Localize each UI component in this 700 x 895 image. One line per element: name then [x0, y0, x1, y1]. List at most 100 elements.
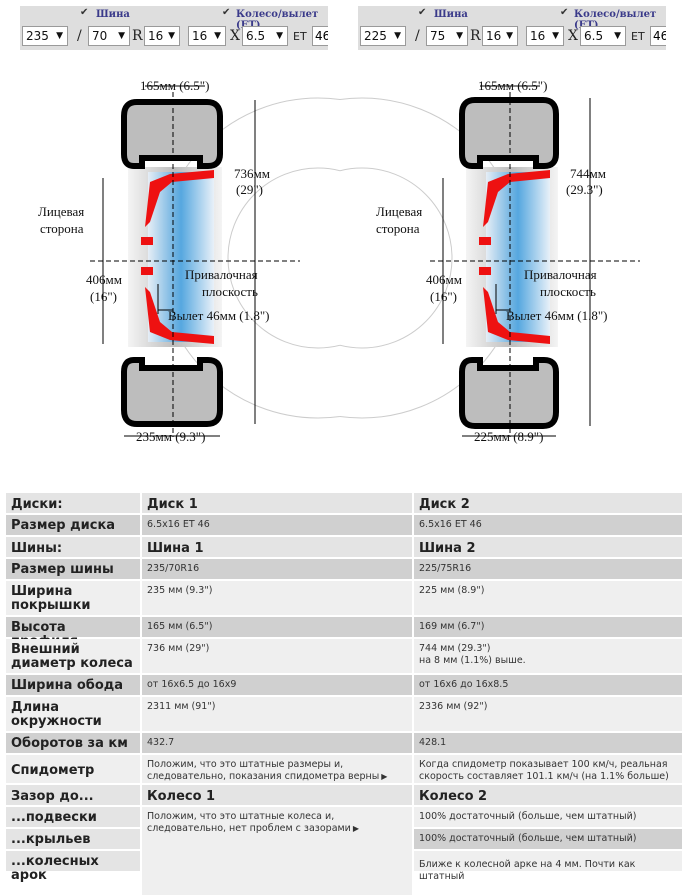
- chevron-down-icon: ▼: [614, 31, 621, 41]
- tire-width-select[interactable]: 225▼: [360, 26, 406, 46]
- rim-diameter-select[interactable]: 16▼: [526, 26, 564, 46]
- row-label: Зазор до...: [6, 785, 140, 805]
- table-row: Длина окружности 2311 мм (91") 2336 мм (…: [6, 697, 682, 733]
- tire-diameter-select[interactable]: 16▼: [144, 26, 180, 46]
- row-label: Размер диска: [6, 515, 140, 535]
- row-label: Длина окружности: [6, 697, 140, 731]
- cell-value: 100% достаточный (больше, чем штатный): [414, 829, 682, 849]
- tire-width-label: 225мм (8.9"): [474, 429, 544, 444]
- row-label: Внешний диаметр колеса: [6, 639, 140, 673]
- cell-value: 6.5x16 ET 46: [414, 515, 682, 535]
- column-header: Шина 2: [414, 537, 682, 557]
- r-separator: R: [470, 28, 481, 44]
- more-arrow-icon[interactable]: ▶: [352, 824, 360, 833]
- table-row: Размер шины 235/70R16 225/75R16: [6, 559, 682, 581]
- mounting-plane-label-1: Привалочная: [524, 267, 597, 282]
- cell-value: 428.1: [414, 733, 682, 753]
- x-separator: X: [230, 28, 240, 44]
- rim-diameter-select[interactable]: 16▼: [188, 26, 226, 46]
- row-label: Шины:: [6, 537, 140, 557]
- row-label: Высота профиля: [6, 617, 140, 649]
- chevron-down-icon: ▼: [394, 31, 401, 41]
- wheel-checkbox-label: Колесо/вылет (ET): [236, 9, 319, 31]
- cell-value: Положим, что это штатные размеры и, след…: [142, 755, 412, 783]
- tire-profile-select[interactable]: 70▼: [88, 26, 130, 46]
- tire-top: [121, 99, 223, 169]
- outer-diameter-in: (29.3"): [566, 182, 603, 197]
- tire-width-select[interactable]: 235▼: [22, 26, 68, 46]
- sidewall-label: 165мм (6.5"): [478, 78, 548, 93]
- row-label: ...подвески: [6, 807, 140, 827]
- chevron-down-icon: ▼: [506, 31, 513, 41]
- tire-checkbox[interactable]: ✔: [80, 7, 89, 18]
- row-label: Размер шины: [6, 559, 140, 579]
- rim-spoke: [145, 170, 214, 227]
- wheel-checkbox[interactable]: ✔: [560, 7, 569, 18]
- wheel-cross-section: [90, 85, 340, 437]
- chevron-down-icon: ▼: [552, 31, 559, 41]
- rim-hub: [479, 237, 491, 245]
- row-label: ...колесных арок: [6, 851, 140, 883]
- column-header: Диск 2: [414, 493, 682, 513]
- table-row: Зазор до... Колесо 1 Колесо 2: [6, 785, 682, 807]
- tire-checkbox[interactable]: ✔: [418, 7, 427, 18]
- cell-value: 736 мм (29"): [142, 639, 412, 673]
- cell-value: от 16x6.5 до 16x9: [142, 675, 412, 695]
- tire-selector-right: ✔ Шина ✔ Колесо/вылет (ET) 225▼ / 75▼ R …: [358, 6, 666, 50]
- row-label: Спидометр: [6, 755, 140, 783]
- selector-checks: ✔ Шина ✔ Колесо/вылет (ET): [358, 7, 666, 32]
- cell-value: 169 мм (6.7"): [414, 617, 682, 637]
- outer-diameter-mm: 744мм: [570, 166, 606, 181]
- rim-spoke: [145, 287, 214, 344]
- rim-hub: [479, 267, 491, 275]
- more-arrow-icon[interactable]: ▶: [381, 772, 388, 781]
- sidewall-label: 165мм (6.5"): [140, 78, 210, 93]
- face-label-2: сторона: [376, 221, 420, 236]
- cell-value: 432.7: [142, 733, 412, 753]
- rim-spoke: [483, 287, 550, 344]
- table-row: Диски: Диск 1 Диск 2: [6, 493, 682, 515]
- cell-value: 225/75R16: [414, 559, 682, 579]
- cell-value-main: 744 мм (29.3"): [419, 643, 491, 654]
- cell-value: 100% достаточный (больше, чем штатный): [414, 807, 682, 827]
- table-row: Ширина обода от 16x6.5 до 16x9 от 16x6 д…: [6, 675, 682, 697]
- comparison-table: Диски: Диск 1 Диск 2 Размер диска 6.5x16…: [6, 493, 682, 895]
- outer-diameter-mm: 736мм: [234, 166, 270, 181]
- et-input[interactable]: 46: [312, 26, 328, 46]
- column-header: Шина 1: [142, 537, 412, 557]
- cell-value: Ближе к колесной арке на 4 мм. Почти как…: [414, 851, 682, 882]
- table-row: ...подвески Положим, что это штатные кол…: [6, 807, 682, 895]
- row-label: ...крыльев: [6, 829, 140, 849]
- rim-width-select[interactable]: 6.5▼: [242, 26, 288, 46]
- et-input[interactable]: 46: [650, 26, 666, 46]
- cell-value: 165 мм (6.5"): [142, 617, 412, 637]
- row-label: Ширина покрышки: [6, 581, 140, 615]
- chevron-down-icon: ▼: [214, 31, 221, 41]
- wheel-checkbox[interactable]: ✔: [222, 7, 231, 18]
- et-label: ET: [631, 30, 645, 43]
- cell-value: 744 мм (29.3") на 8 мм (1.1%) выше.: [414, 639, 682, 673]
- table-row: Шины: Шина 1 Шина 2: [6, 537, 682, 559]
- column-header: Диск 1: [142, 493, 412, 513]
- speedometer-note: Положим, что это штатные размеры и, след…: [147, 759, 380, 782]
- table-row: Размер диска 6.5x16 ET 46 6.5x16 ET 46: [6, 515, 682, 537]
- offset-label: Вылет 46мм (1.8"): [506, 308, 608, 323]
- rim-width-select[interactable]: 6.5▼: [580, 26, 626, 46]
- offset-label: Вылет 46мм (1.8"): [168, 308, 270, 323]
- mounting-plane-label-1: Привалочная: [185, 267, 258, 282]
- tire-checkbox-label: Шина: [434, 9, 468, 20]
- slash-separator: /: [77, 28, 82, 44]
- tire-width-label: 235мм (9.3"): [136, 429, 206, 444]
- table-row: Высота профиля 165 мм (6.5") 169 мм (6.7…: [6, 617, 682, 649]
- et-label: ET: [293, 30, 307, 43]
- row-label: Оборотов за км: [6, 733, 140, 753]
- tire-diameter-select[interactable]: 16▼: [482, 26, 518, 46]
- outline-circle: [227, 167, 340, 349]
- selector-checks: ✔ Шина ✔ Колесо/вылет (ET): [20, 7, 328, 32]
- chevron-down-icon: ▼: [168, 31, 175, 41]
- tire-profile-select[interactable]: 75▼: [426, 26, 468, 46]
- table-row: Оборотов за км 432.7 428.1: [6, 733, 682, 755]
- chevron-down-icon: ▼: [276, 31, 283, 41]
- cell-value: 6.5x16 ET 46: [142, 515, 412, 535]
- row-label: Диски:: [6, 493, 140, 513]
